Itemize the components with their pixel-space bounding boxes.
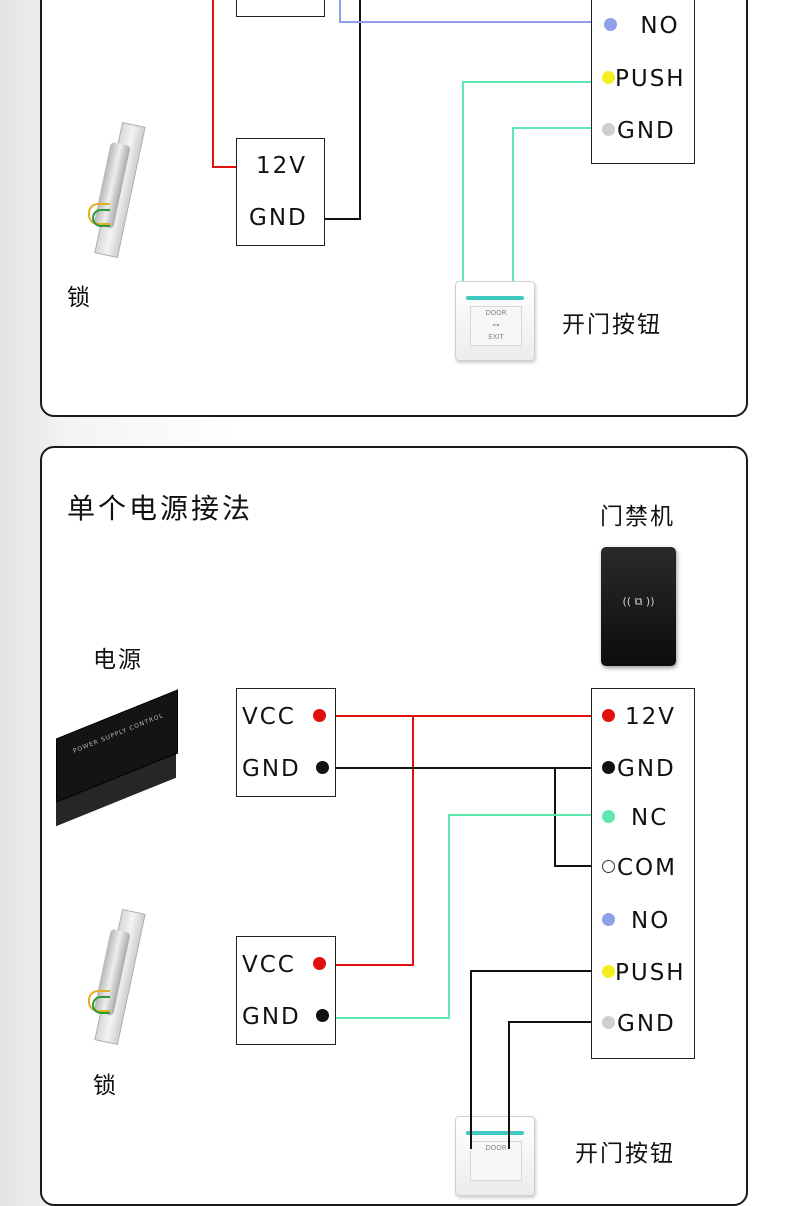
lock-row-vcc: VCC	[242, 952, 327, 978]
reader-row-nc: NC	[602, 805, 668, 831]
psu-row-vcc: VCC	[242, 704, 327, 730]
reader-row-gnd2: GND	[602, 1011, 676, 1037]
exit-button-face-bottom: DOOR	[470, 1141, 522, 1181]
exit-button-illustration-top: DOOR⊶EXIT	[455, 281, 535, 361]
lock-terminal-box: VCC GND	[236, 936, 336, 1045]
dot-gnd	[602, 123, 615, 136]
top-psu-terminal-box: 12V GND	[236, 138, 325, 246]
top-exit-button-label: 开门按钮	[562, 312, 662, 338]
top-reader-row-push: PUSH	[602, 66, 686, 92]
exit-button-illustration-bottom: DOOR	[455, 1116, 535, 1196]
power-supply-illustration: POWER SUPPLY CONTROL	[50, 689, 195, 827]
top-reader-terminal-box: NO PUSH GND	[591, 0, 695, 164]
top-reader-row-no: NO	[604, 13, 680, 39]
top-partial-box	[236, 0, 325, 17]
lock-illustration-top	[80, 121, 160, 263]
psu-row-gnd: GND	[242, 756, 330, 782]
reader-row-push: PUSH	[602, 960, 686, 986]
reader-terminal-box: 12V GND NC COM NO PUSH GND	[591, 688, 695, 1059]
bottom-exit-button-label: 开门按钮	[575, 1141, 675, 1167]
top-psu-row-gnd: GND	[249, 205, 308, 231]
dot-push	[602, 71, 615, 84]
reader-row-no: NO	[602, 908, 670, 934]
lock-illustration-bottom	[80, 908, 160, 1050]
dot-lock-gnd	[316, 1009, 330, 1022]
reader-row-com: COM	[602, 855, 677, 881]
psu-label: 电源	[93, 647, 143, 673]
lock-row-gnd: GND	[242, 1004, 330, 1030]
access-reader-illustration: (( ⧉ ))	[601, 547, 676, 666]
reader-label: 门禁机	[600, 504, 675, 530]
exit-button-face-top: DOOR⊶EXIT	[470, 306, 522, 346]
reader-row-12v: 12V	[602, 704, 676, 730]
top-reader-row-gnd: GND	[602, 118, 676, 144]
rfid-icon: (( ⧉ ))	[622, 595, 655, 608]
bottom-lock-label: 锁	[93, 1073, 118, 1099]
dot-no	[604, 18, 617, 31]
dot-gnd-black	[316, 761, 330, 774]
psu-terminal-box: VCC GND	[236, 688, 336, 797]
top-psu-row-12v: 12V	[256, 153, 308, 179]
dot-lock-vcc	[313, 957, 327, 970]
top-lock-label: 锁	[67, 285, 92, 311]
bottom-panel-title: 单个电源接法	[67, 492, 254, 525]
reader-row-gnd: GND	[602, 756, 676, 782]
dot-vcc	[313, 709, 327, 722]
